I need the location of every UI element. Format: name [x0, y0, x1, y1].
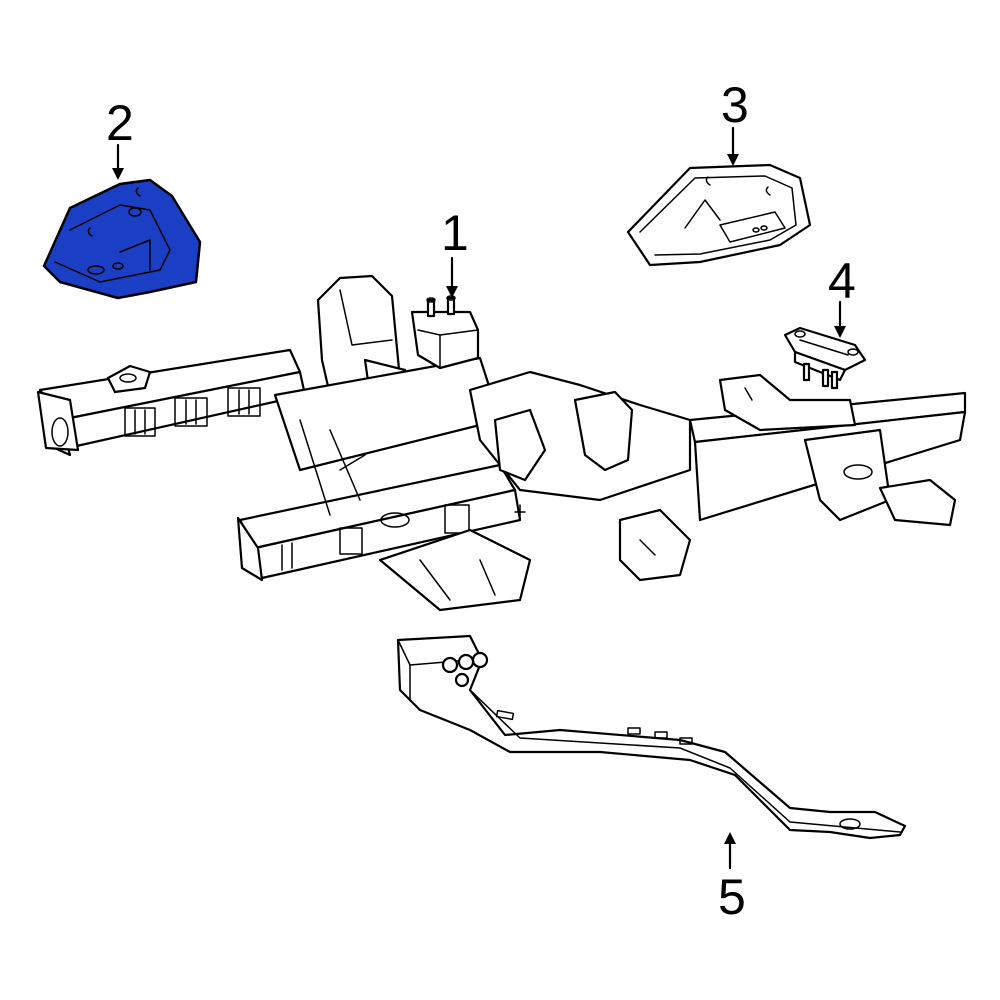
- part-2-fill: [42, 178, 202, 300]
- frame-assembly: [36, 274, 967, 612]
- callout-number-2: 2: [106, 95, 134, 151]
- callout-arrows: [112, 126, 846, 870]
- callout-number-5: 5: [718, 869, 746, 925]
- part-4-mount[interactable]: [783, 326, 867, 390]
- part-1-engine-mount[interactable]: [410, 295, 480, 370]
- part-5-crossmember[interactable]: [396, 634, 907, 840]
- callout-number-4: 4: [828, 253, 856, 309]
- callout-number-3: 3: [721, 77, 749, 133]
- part-3-mount-bracket[interactable]: [626, 163, 812, 267]
- callout-number-1: 1: [441, 205, 469, 261]
- part-2-mount-bracket[interactable]: [42, 178, 202, 300]
